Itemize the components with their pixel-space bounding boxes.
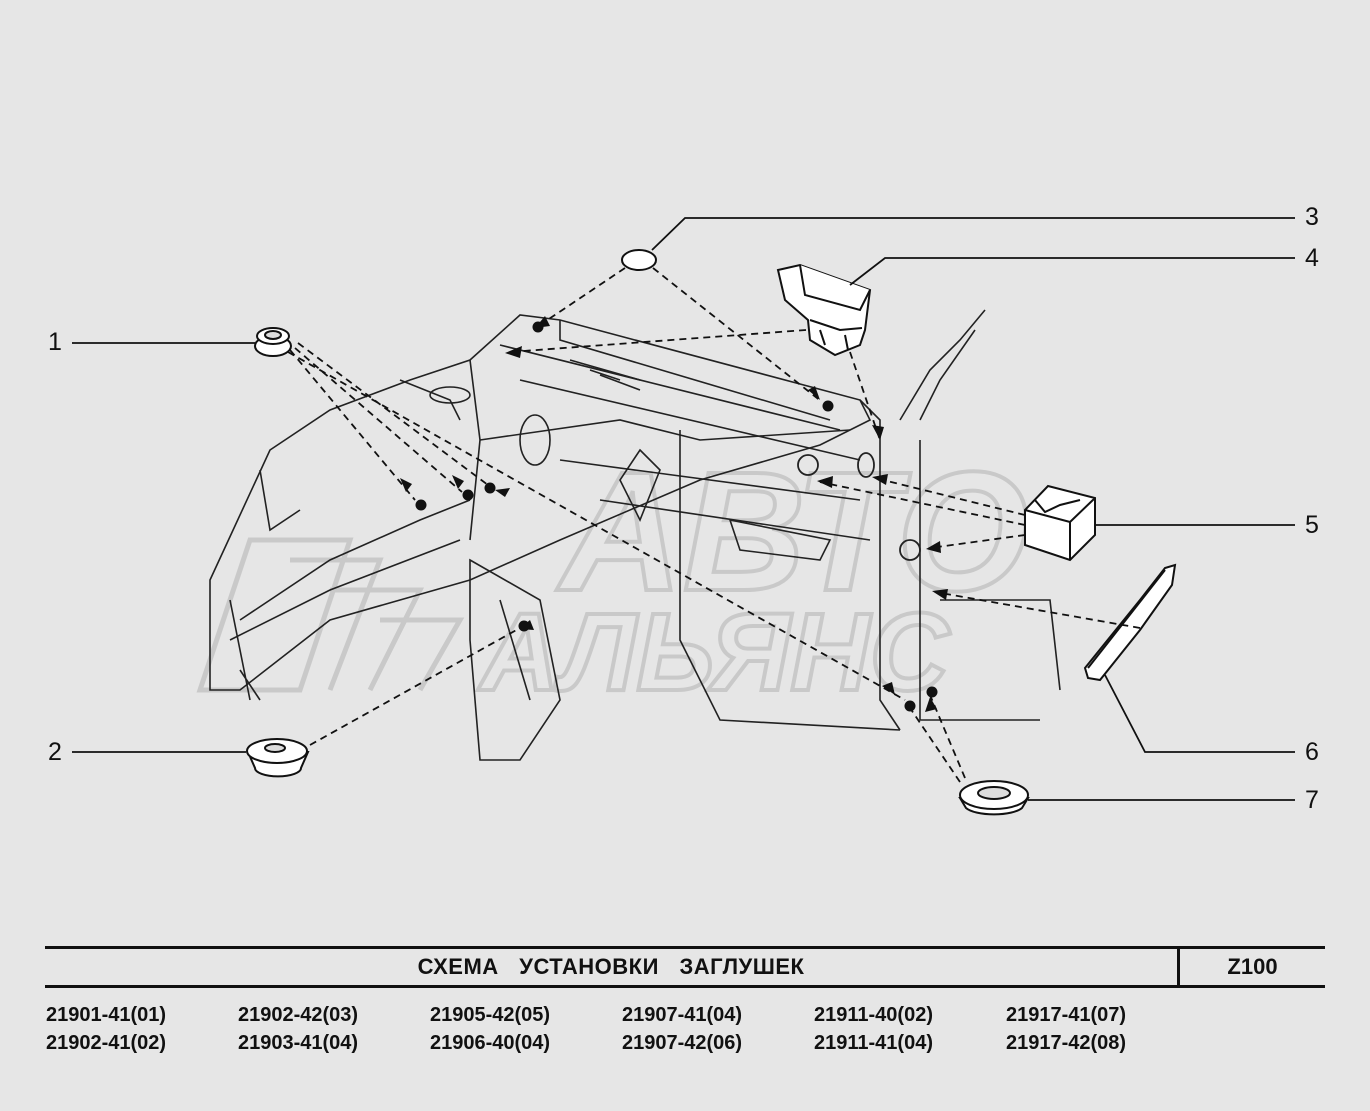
model-list: 21901-41(01) 21902-42(03) 21905-42(05) 2… [46,1002,1326,1056]
watermark-logo: АВТО АЛЬЯНС [196,435,1031,716]
model-code: 21917-42(08) [1006,1032,1127,1054]
model-code: 21903-41(04) [238,1032,359,1054]
part-6-pad [1083,563,1177,682]
mounting-points [415,321,938,712]
model-code: 21917-41(07) [1006,1004,1127,1026]
leader-lines [72,217,1295,801]
page-title: СХЕМА УСТАНОВКИ ЗАГЛУШЕК [417,954,805,979]
callout-3: 3 [1305,203,1319,231]
car-body-outline [209,309,1061,761]
diagram-svg: АВТО АЛЬЯНС [72,217,1295,816]
callout-4: 4 [1305,244,1319,272]
callout-6: 6 [1305,738,1319,766]
model-code: 21907-42(06) [622,1032,743,1054]
callout-7: 7 [1305,786,1319,814]
part-7-grommet [958,780,1030,816]
callout-2: 2 [48,738,62,766]
svg-text:АЛЬЯНС: АЛЬЯНС [477,591,951,714]
installation-arrows [287,267,1141,783]
part-3-plug [621,249,657,271]
part-4-bracket [776,263,872,357]
model-code: 21905-42(05) [430,1004,551,1026]
part-2-plug [246,738,310,778]
part-1-plug [254,327,292,357]
model-code: 21901-41(01) [46,1004,167,1026]
model-code: 21902-41(02) [46,1032,167,1054]
title-bar: СХЕМА УСТАНОВКИ ЗАГЛУШЕК Z100 [45,946,1325,988]
installation-diagram: АВТО АЛЬЯНС [48,203,1319,816]
model-code: 21907-41(04) [622,1004,743,1026]
model-code: 21906-40(04) [430,1032,551,1054]
part-5-block [1024,484,1096,562]
model-code: 21911-41(04) [814,1032,933,1054]
model-code: 21911-40(02) [814,1004,933,1026]
callout-1: 1 [48,328,62,356]
callout-5: 5 [1305,511,1319,539]
diagram-code: Z100 [1177,949,1325,985]
model-code: 21902-42(03) [238,1004,359,1026]
